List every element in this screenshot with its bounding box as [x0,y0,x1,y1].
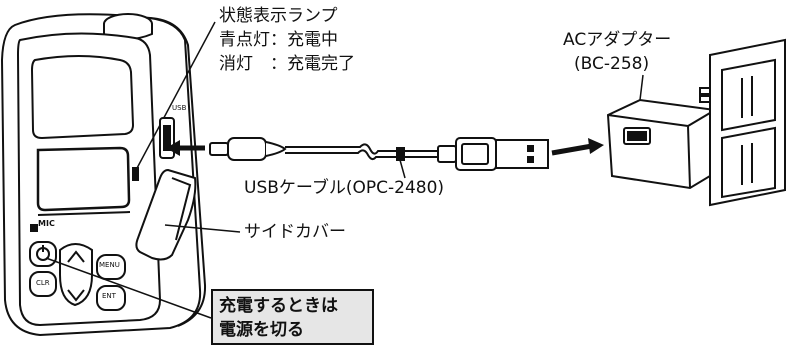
adapter-arrow [551,138,604,156]
callout-line-2: 電源を切る [219,320,304,340]
usb-port-label: USB [172,104,187,112]
callout-line-1: 充電するときは [219,296,338,316]
adapter-model-label: (BC-258) [574,54,650,74]
mic-label: MIC [38,219,55,228]
radio-device [0,13,241,337]
menu-key-label: MENU [99,261,120,269]
ac-adapter [606,74,723,190]
lamp-blue-text: 青点灯：充電中 [219,30,338,50]
wall-outlet [709,38,786,207]
side-cover-label: サイドカバー [244,222,346,242]
power-off-callout: 充電するときは 電源を切る [211,289,374,345]
plug-in-arrow [166,140,205,156]
ent-key-label: ENT [102,292,116,300]
lamp-off-text: 消灯 ：充電完了 [219,54,355,74]
usb-cable-label: USBケーブル(OPC-2480) [244,178,445,198]
usb-cable [209,137,549,179]
status-lamp-label: 状態表示ランプ [219,6,338,26]
ac-adapter-label: ACアダプター [563,30,672,50]
clr-key-label: CLR [36,279,50,287]
